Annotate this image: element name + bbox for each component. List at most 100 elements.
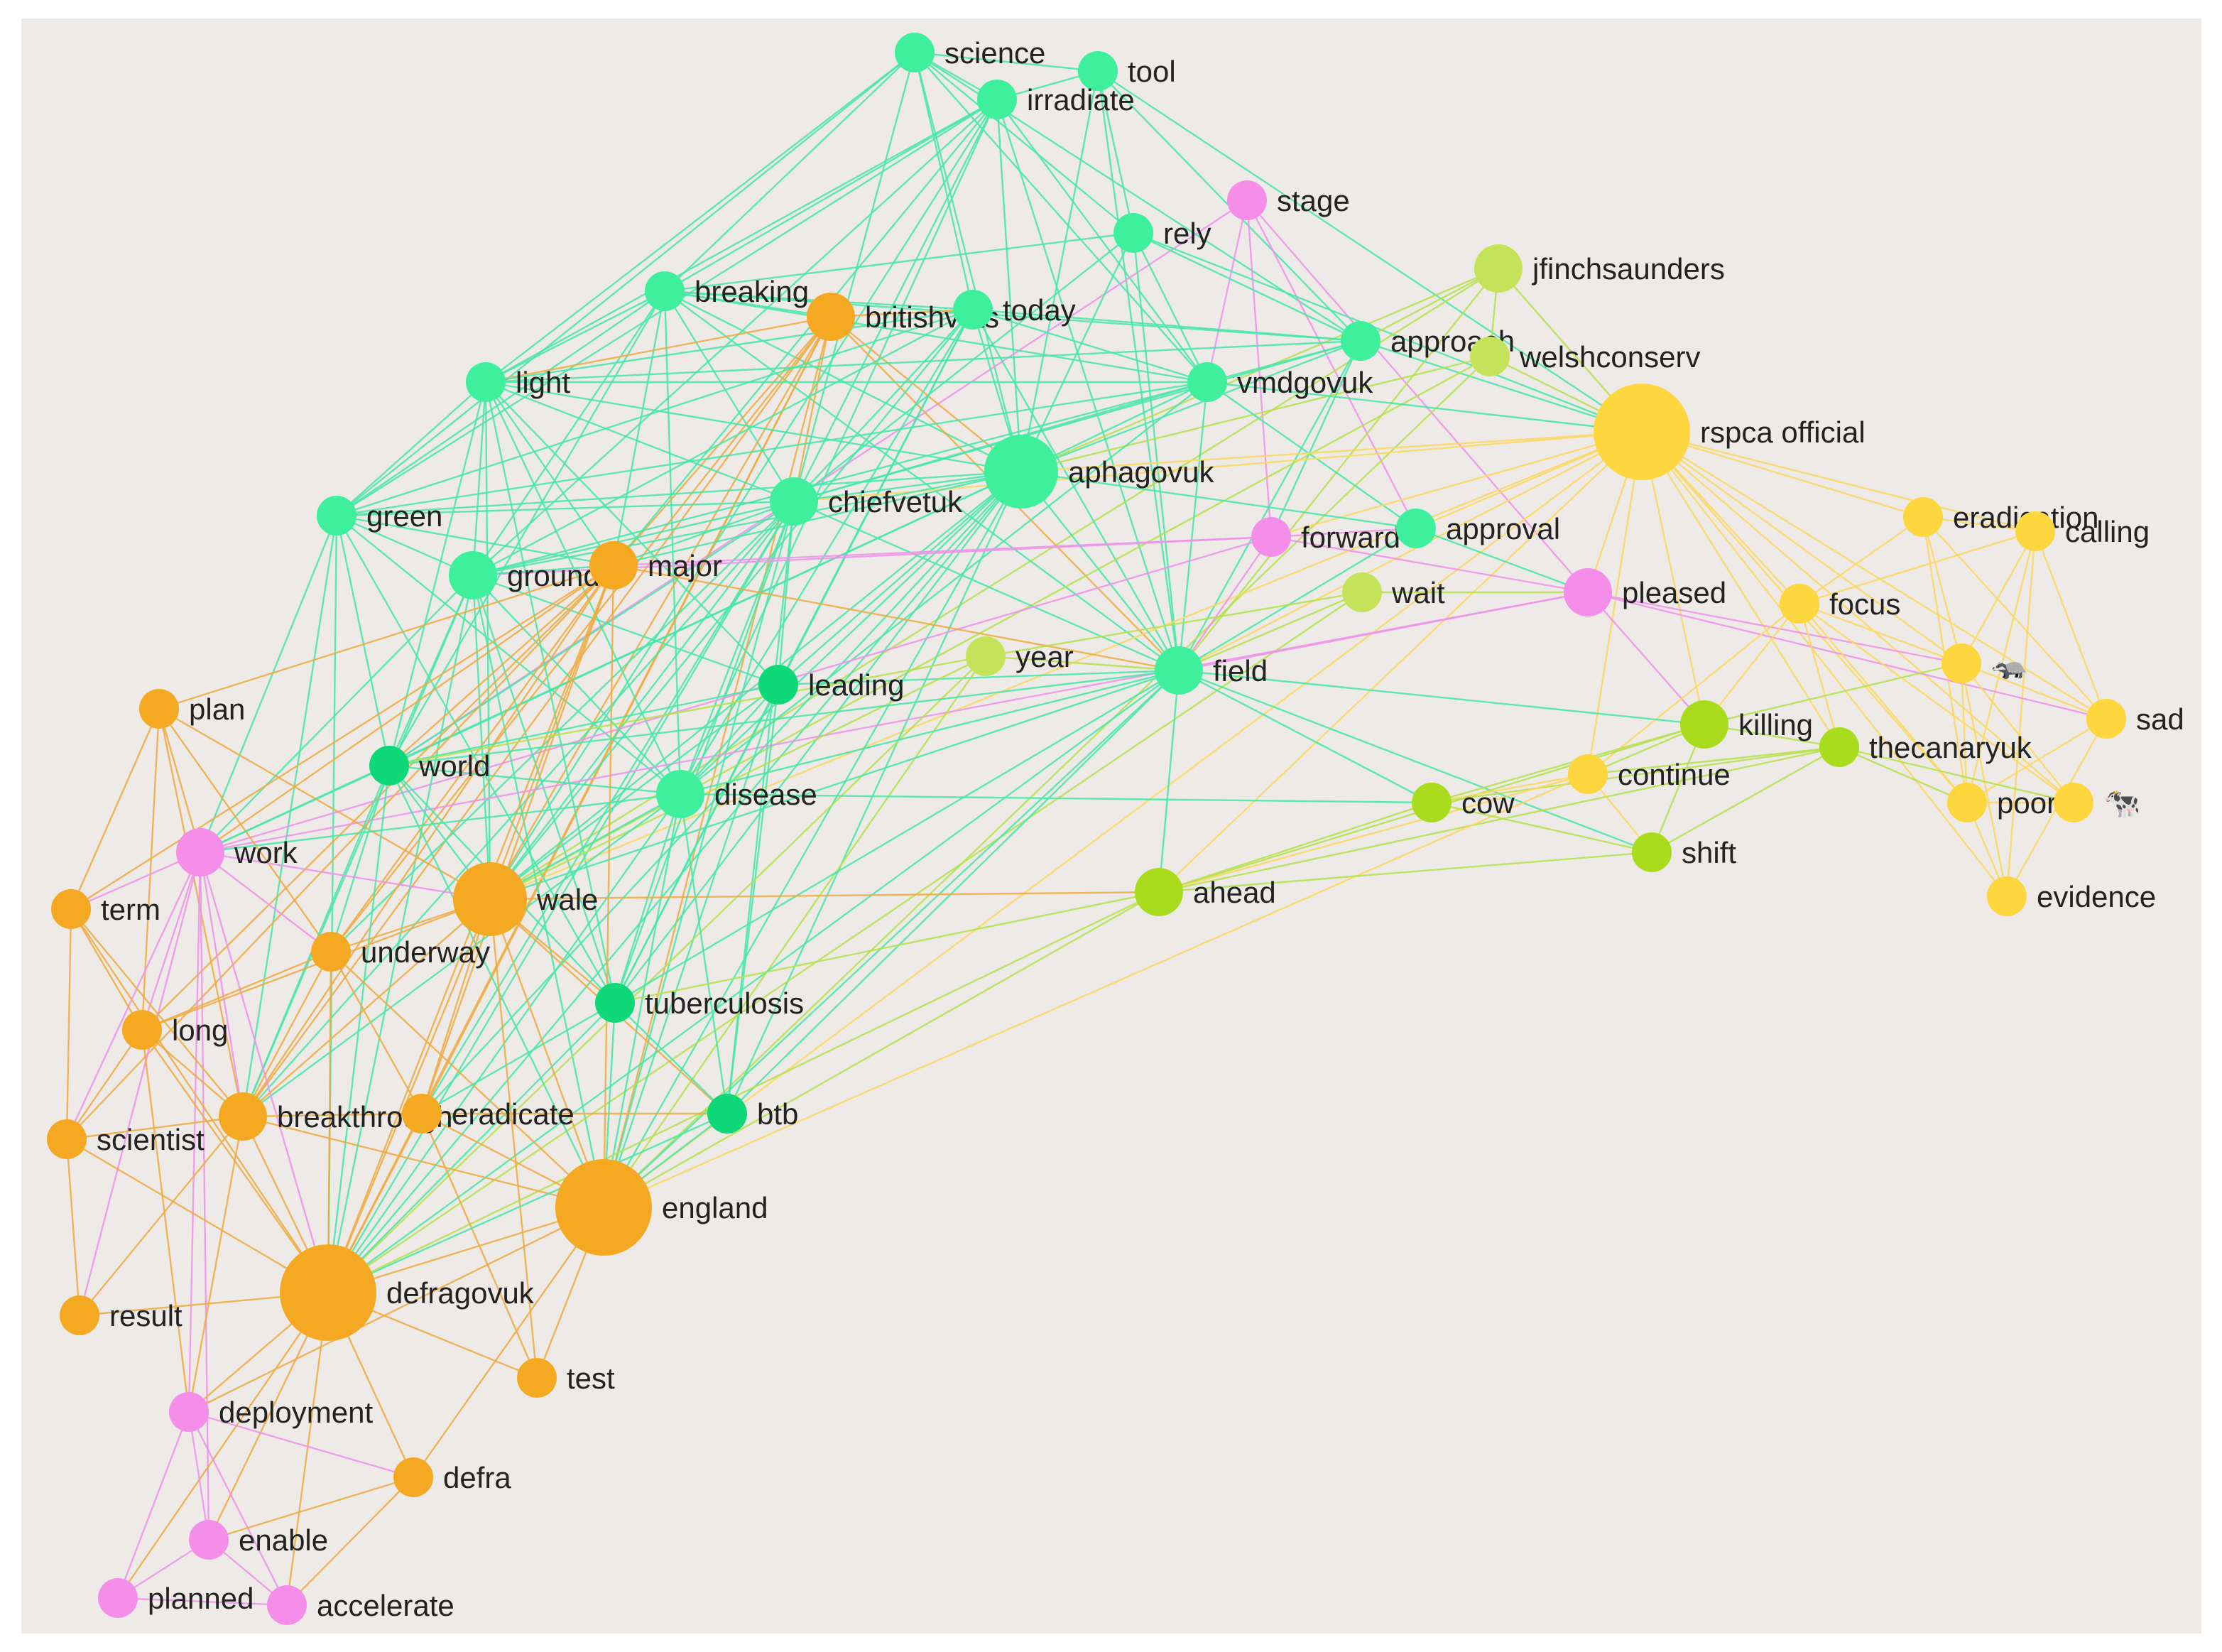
node-circle-welshconserv <box>1470 337 1510 376</box>
edge-aphagovuk-field <box>1020 471 1180 671</box>
edge-ahead-tuberculosis <box>614 891 1160 1004</box>
edge-rely-chiefvetuk <box>793 232 1134 502</box>
edge-rely-field <box>1132 232 1180 671</box>
node-defra[interactable]: defra <box>393 1457 511 1497</box>
edge-disease-tuberculosis <box>614 793 682 1004</box>
node-chiefvetuk[interactable]: chiefvetuk <box>770 477 963 526</box>
node-shift[interactable]: shift <box>1632 832 1736 872</box>
edge-badger-sad <box>1961 662 2107 720</box>
edge-plan-wale <box>158 707 491 901</box>
node-year[interactable]: year <box>966 636 1074 676</box>
node-circle-result <box>60 1295 99 1335</box>
edge-rspca-field <box>1178 430 1643 672</box>
edge-irradiate-wale <box>489 99 998 900</box>
node-cow_emoji[interactable]: 🐄 <box>2054 783 2140 822</box>
node-plan[interactable]: plan <box>139 689 245 729</box>
node-jfinchsaunders[interactable]: jfinchsaunders <box>1474 244 1725 293</box>
node-continue[interactable]: continue <box>1568 754 1731 794</box>
node-world[interactable]: world <box>369 746 490 786</box>
edge-focus-thecanaryuk <box>1798 603 1841 748</box>
node-label-welshconserv: welshconserv <box>1519 340 1700 374</box>
node-light[interactable]: light <box>466 362 570 402</box>
node-thecanaryuk[interactable]: thecanaryuk <box>1819 727 2032 767</box>
node-forward[interactable]: forward <box>1251 517 1400 557</box>
node-killing[interactable]: killing <box>1680 700 1813 749</box>
edge-vmdgovuk-rspca <box>1207 381 1643 433</box>
node-planned[interactable]: planned <box>98 1578 254 1618</box>
node-badger[interactable]: 🦡 <box>1941 643 2028 683</box>
node-calling[interactable]: calling <box>2015 511 2150 551</box>
node-label-world: world <box>418 749 490 783</box>
edge-ground-defragovuk <box>327 575 474 1293</box>
node-label-work: work <box>234 836 298 869</box>
edge-work-deployment <box>187 852 202 1413</box>
node-circle-major <box>589 541 638 589</box>
node-label-jfinchsaunders: jfinchsaunders <box>1531 252 1725 286</box>
edge-breakthrough-england <box>242 1115 604 1209</box>
node-sad[interactable]: sad <box>2086 699 2184 739</box>
node-deployment[interactable]: deployment <box>169 1392 373 1432</box>
node-accelerate[interactable]: accelerate <box>267 1585 454 1625</box>
node-circle-term <box>51 889 91 929</box>
node-ground[interactable]: ground <box>449 551 600 599</box>
node-label-rspca: rspca official <box>1700 415 1866 449</box>
node-evidence[interactable]: evidence <box>1987 876 2156 916</box>
node-irradiate[interactable]: irradiate <box>977 80 1135 119</box>
edge-rspca-killing <box>1640 431 1706 725</box>
node-eradicate[interactable]: eradicate <box>402 1094 574 1134</box>
edge-work-wale <box>200 851 491 901</box>
edge-major-term <box>70 564 614 911</box>
node-rspca[interactable]: rspca official <box>1594 384 1866 480</box>
node-tuberculosis[interactable]: tuberculosis <box>595 983 804 1023</box>
node-rely[interactable]: rely <box>1113 213 1211 253</box>
node-major[interactable]: major <box>589 541 722 589</box>
node-circle-wale <box>453 862 527 936</box>
node-defragovuk[interactable]: defragovuk <box>280 1244 535 1341</box>
node-welshconserv[interactable]: welshconserv <box>1470 337 1700 376</box>
node-test[interactable]: test <box>517 1358 615 1398</box>
node-label-enable: enable <box>239 1523 328 1557</box>
node-label-cow_emoji: 🐄 <box>2103 786 2140 820</box>
node-enable[interactable]: enable <box>189 1520 328 1560</box>
node-circle-chiefvetuk <box>770 477 818 526</box>
edge-aphagovuk-defragovuk <box>327 471 1022 1293</box>
node-work[interactable]: work <box>176 828 298 876</box>
node-vmdgovuk[interactable]: vmdgovuk <box>1187 362 1373 402</box>
node-wale[interactable]: wale <box>453 862 598 936</box>
node-leading[interactable]: leading <box>758 665 904 705</box>
node-pleased[interactable]: pleased <box>1564 568 1726 616</box>
edge-today-field <box>971 309 1180 671</box>
node-field[interactable]: field <box>1155 646 1268 695</box>
node-circle-ground <box>449 551 497 599</box>
node-result[interactable]: result <box>60 1295 183 1335</box>
node-science[interactable]: science <box>895 33 1045 72</box>
node-scientist[interactable]: scientist <box>47 1119 205 1159</box>
edge-wait-defragovuk <box>327 592 1363 1293</box>
node-ahead[interactable]: ahead <box>1135 868 1276 916</box>
node-green[interactable]: green <box>317 496 442 536</box>
edge-science-light <box>485 52 915 383</box>
node-breaking[interactable]: breaking <box>645 271 809 311</box>
node-aphagovuk[interactable]: aphagovuk <box>984 435 1215 509</box>
node-stage[interactable]: stage <box>1227 180 1350 220</box>
edge-tuberculosis-defragovuk <box>327 1002 616 1293</box>
node-label-continue: continue <box>1618 758 1731 791</box>
node-label-green: green <box>366 499 442 533</box>
node-disease[interactable]: disease <box>656 770 817 818</box>
node-approval[interactable]: approval <box>1396 509 1560 548</box>
edge-stage-vmdgovuk <box>1206 200 1248 383</box>
node-underway[interactable]: underway <box>311 932 490 972</box>
node-label-eradicate: eradicate <box>452 1097 574 1131</box>
edge-major-breakthrough <box>242 565 614 1117</box>
node-england[interactable]: england <box>555 1159 768 1256</box>
node-tool[interactable]: tool <box>1078 51 1176 91</box>
node-cow[interactable]: cow <box>1412 783 1515 822</box>
edge-eradication-badger <box>1922 516 1963 664</box>
node-term[interactable]: term <box>51 889 160 929</box>
node-focus[interactable]: focus <box>1780 584 1900 624</box>
node-wait[interactable]: wait <box>1342 572 1445 612</box>
node-btb[interactable]: btb <box>707 1094 798 1134</box>
node-today[interactable]: today <box>953 290 1076 330</box>
node-long[interactable]: long <box>122 1010 228 1050</box>
edge-rspca-chiefvetuk <box>793 430 1643 503</box>
